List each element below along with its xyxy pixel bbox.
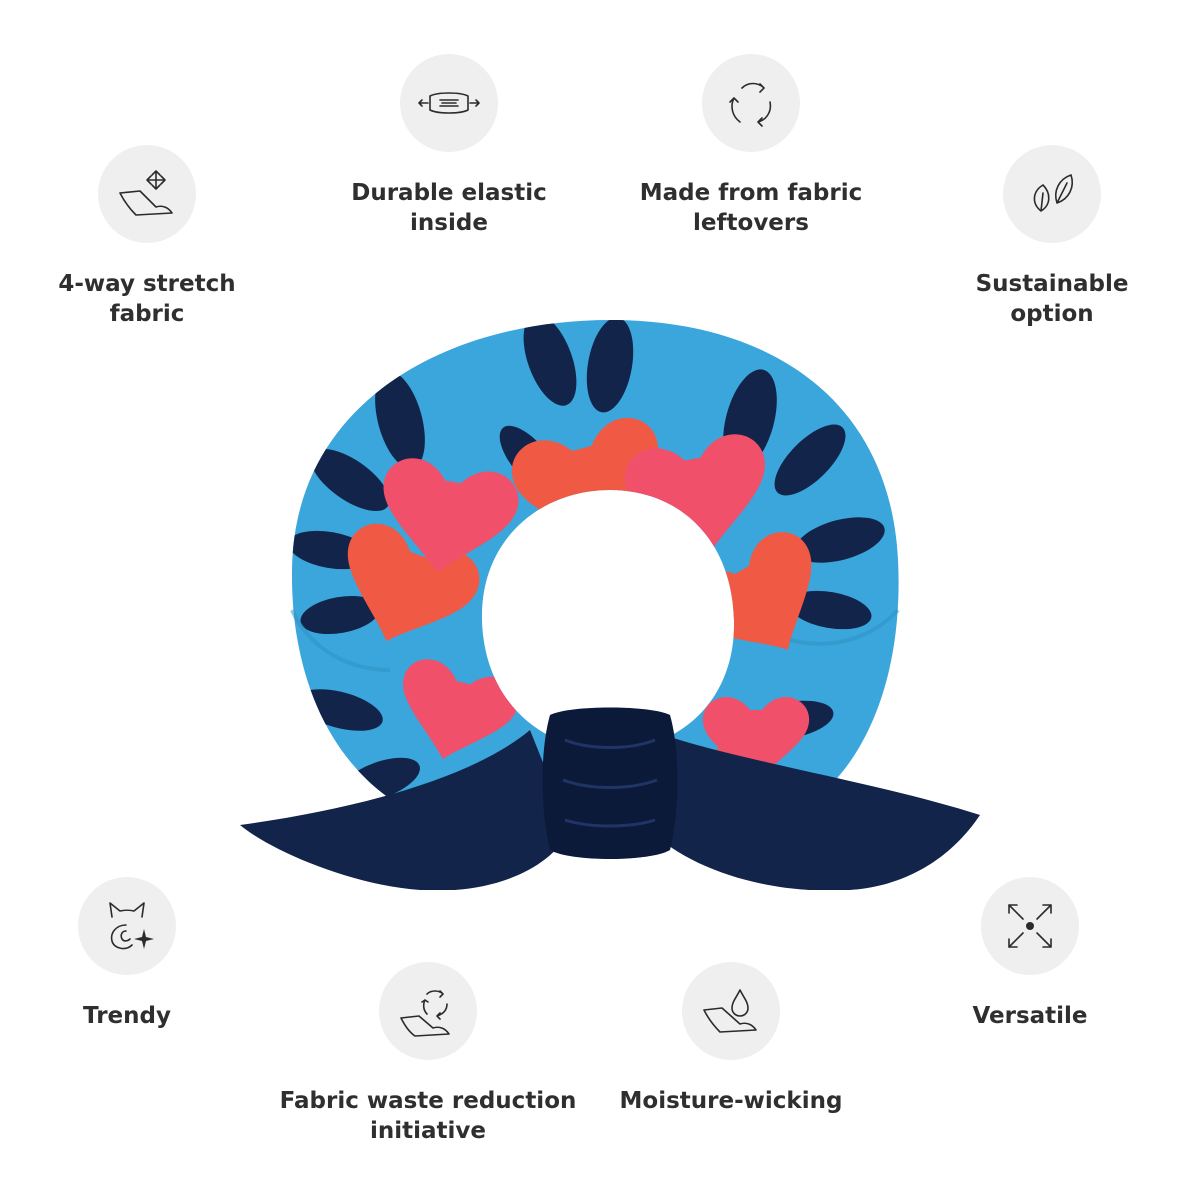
feature-icon-circle: [379, 962, 477, 1060]
feature-four-way-stretch: 4-way stretch fabric: [17, 145, 277, 329]
feature-label: Durable elastic inside: [351, 180, 547, 236]
feature-label: Versatile: [972, 1003, 1088, 1029]
feature-sustainable: Sustainable option: [922, 145, 1182, 329]
feature-icon-circle: [702, 54, 800, 152]
scrunchie-product-image: [240, 320, 980, 890]
feature-label: Sustainable option: [975, 271, 1129, 327]
feature-trendy: Trendy: [0, 877, 257, 1031]
feature-versatile: Versatile: [900, 877, 1160, 1031]
leaves-icon: [1033, 174, 1073, 212]
feature-label: 4-way stretch fabric: [58, 271, 236, 327]
four-way-stretch-icon: [119, 170, 173, 216]
feature-icon-circle: [98, 145, 196, 243]
feature-label: Made from fabric leftovers: [639, 180, 863, 236]
feature-fabric-leftovers: Made from fabric leftovers: [621, 54, 881, 238]
feature-label: Moisture-wicking: [619, 1088, 843, 1114]
feature-moisture-wicking: Moisture-wicking: [601, 962, 861, 1116]
navy-bow: [240, 707, 980, 890]
expand-arrows-icon: [1008, 904, 1052, 948]
feature-icon-circle: [682, 962, 780, 1060]
feature-label: Trendy: [83, 1003, 171, 1029]
fabric-recycle-icon: [400, 990, 450, 1037]
cat-sparkle-icon: [109, 902, 154, 950]
water-drop-fabric-icon: [703, 989, 757, 1033]
feature-icon-circle: [400, 54, 498, 152]
stretch-elastic-icon: [418, 92, 480, 114]
recycle-icon: [729, 82, 772, 127]
feature-label: Fabric waste reduction initiative: [279, 1088, 577, 1144]
feature-durable-elastic: Durable elastic inside: [319, 54, 579, 238]
feature-icon-circle: [1003, 145, 1101, 243]
feature-icon-circle: [981, 877, 1079, 975]
feature-waste-reduction: Fabric waste reduction initiative: [278, 962, 578, 1146]
feature-icon-circle: [78, 877, 176, 975]
